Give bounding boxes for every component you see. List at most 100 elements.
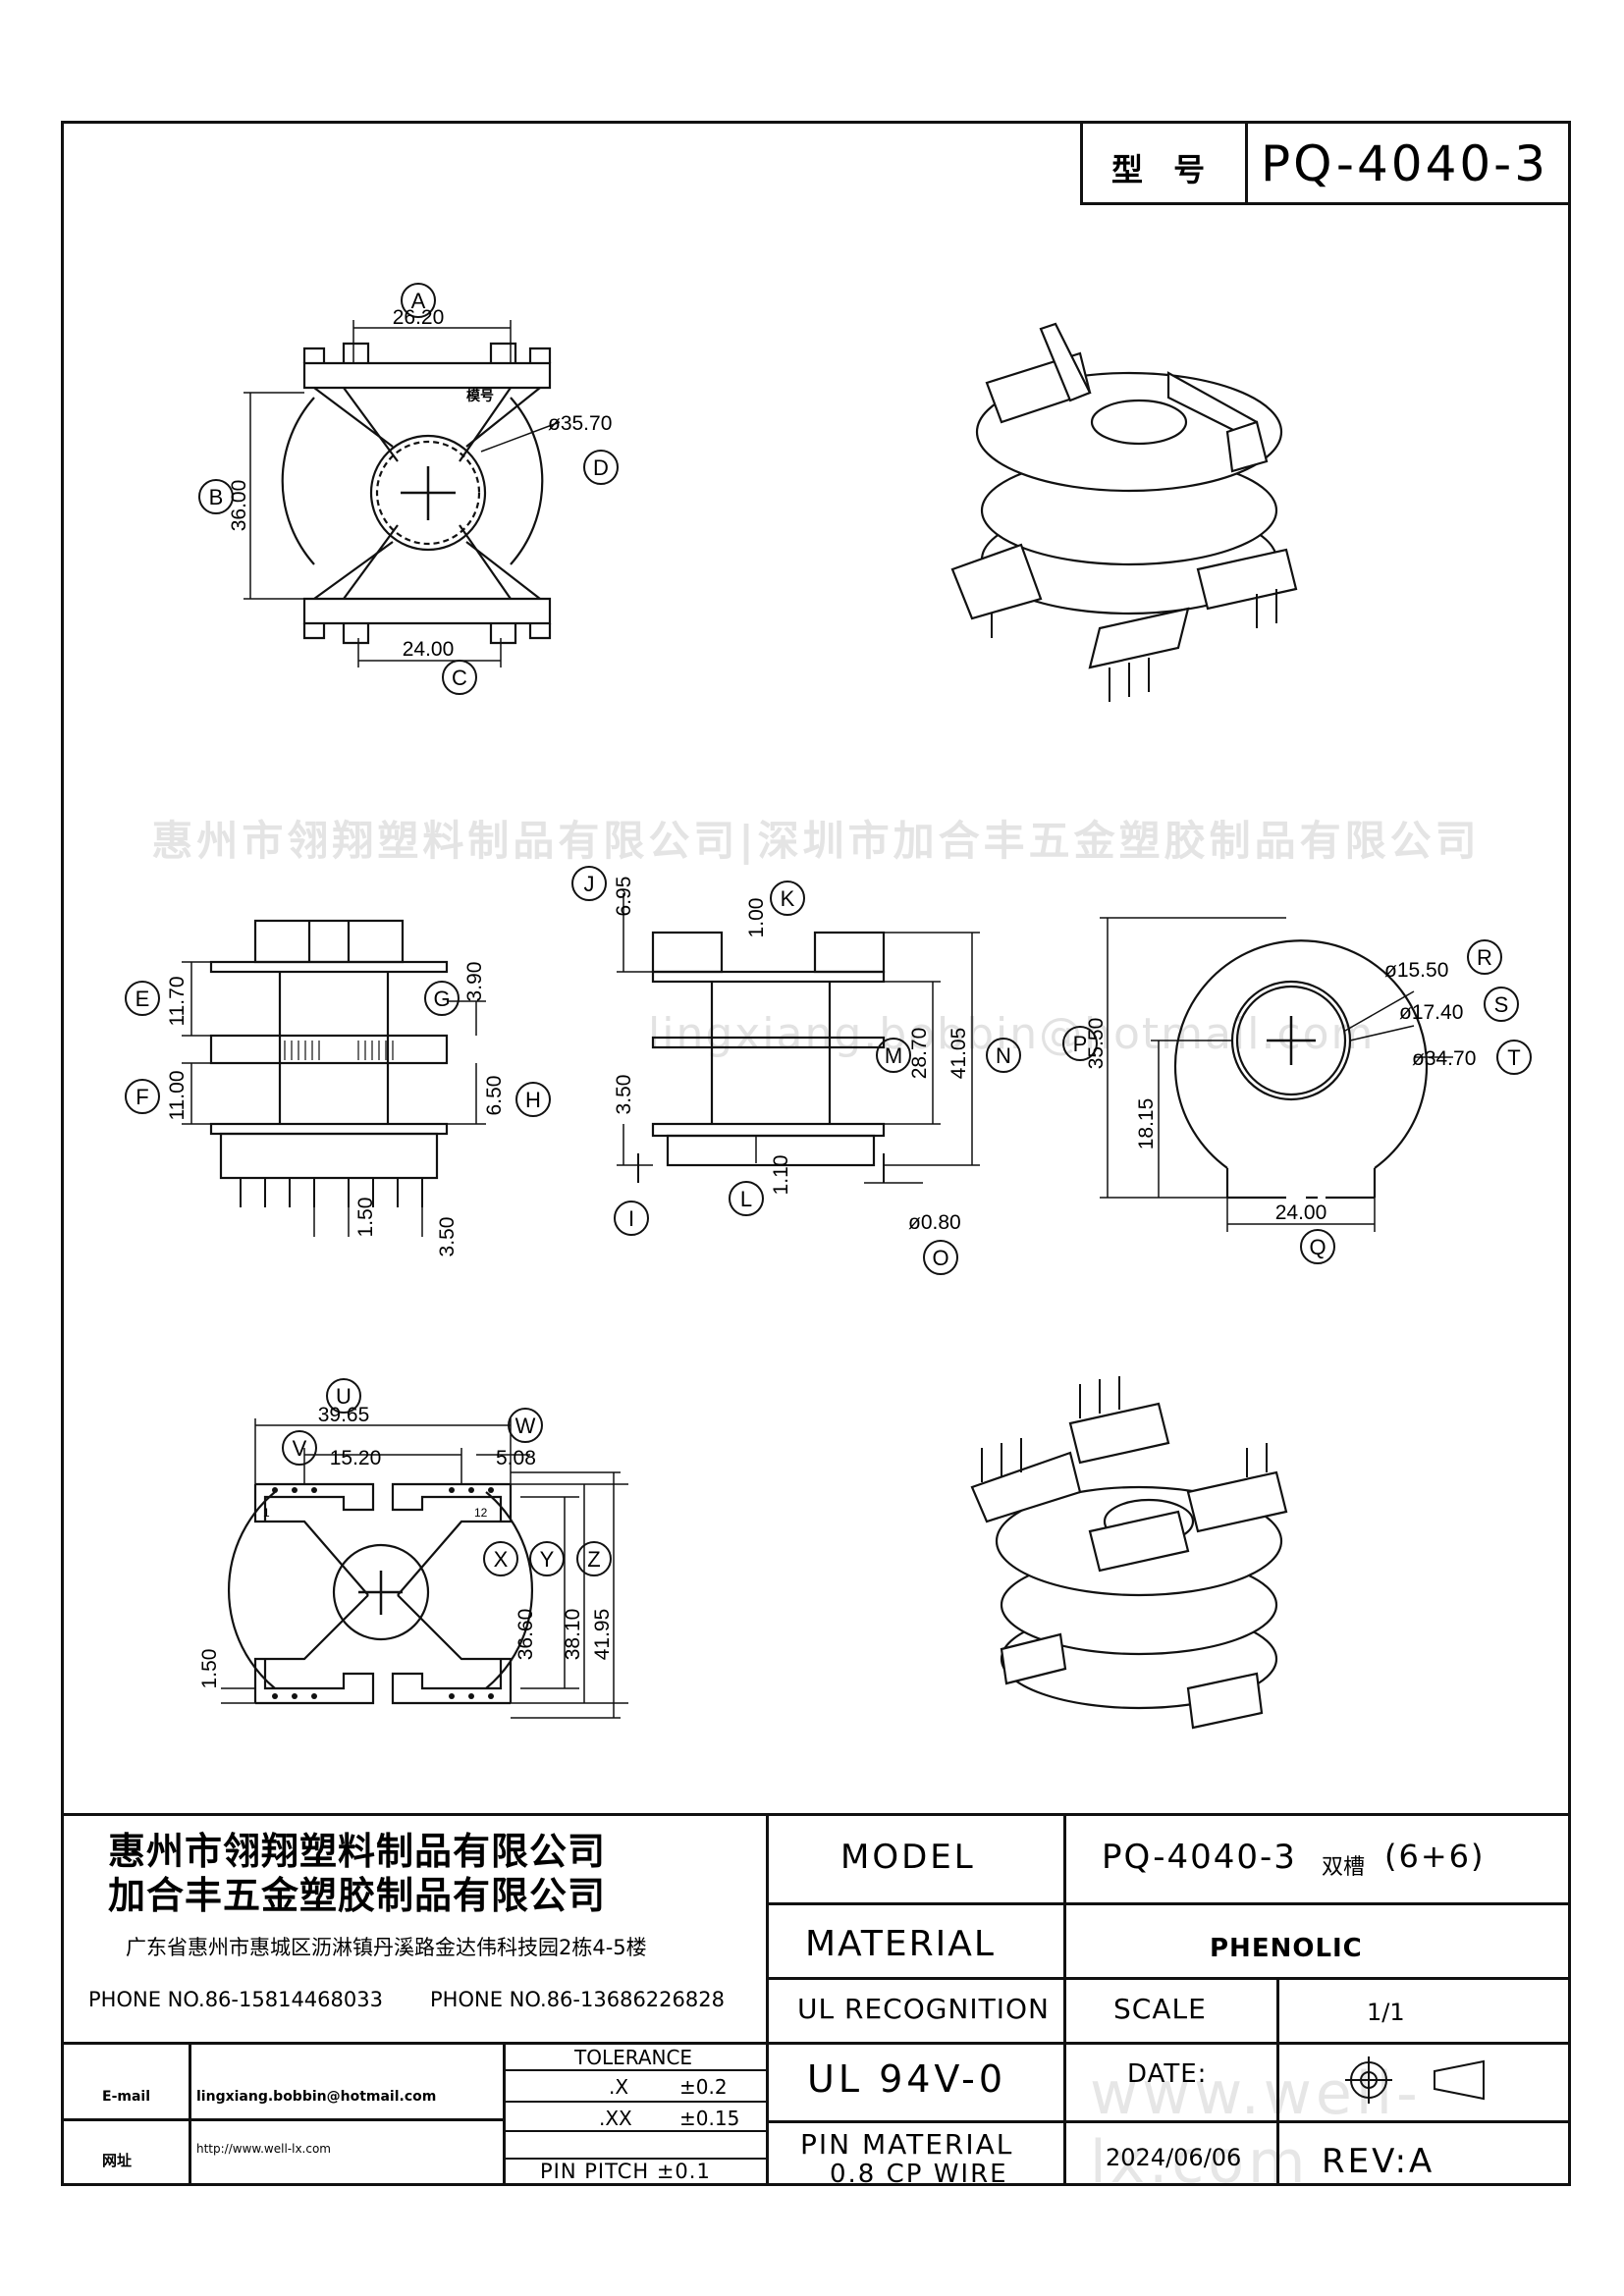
callout-c: C bbox=[452, 666, 467, 690]
title-block-h-left2 bbox=[61, 2118, 503, 2121]
callout-d: D bbox=[593, 455, 609, 480]
callout-m: M bbox=[885, 1043, 902, 1068]
callout-u: U bbox=[336, 1384, 352, 1409]
dim-offset: 1.50 bbox=[198, 1649, 221, 1689]
callout-g: G bbox=[433, 987, 450, 1011]
model-value-main: PQ-4040-3 bbox=[1102, 1838, 1297, 1877]
rev: REV:A bbox=[1322, 2142, 1435, 2181]
dim-j: 6.95 bbox=[613, 877, 635, 917]
callout-f: F bbox=[135, 1085, 148, 1109]
tol-xx-label: .XX bbox=[599, 2107, 632, 2130]
dim-e: 11.70 bbox=[166, 977, 189, 1027]
header-box-divider bbox=[1245, 121, 1248, 205]
dim-x: 36.60 bbox=[514, 1609, 537, 1661]
dim-pin-pitch: 1.50 bbox=[354, 1198, 377, 1238]
pin-mark-one: 1 bbox=[263, 1506, 270, 1520]
dim-g: 3.90 bbox=[463, 962, 486, 1002]
title-block-h1 bbox=[766, 1902, 1571, 1905]
callout-n: N bbox=[996, 1043, 1011, 1068]
bottom-view-drawing: U 39.65 V 15.20 W 5.08 1 12 X Y Z 36.60 … bbox=[198, 1378, 628, 1719]
pin-material-value: 0.8 CP WIRE bbox=[830, 2160, 1008, 2189]
phone-2: PHONE NO.86-13686226828 bbox=[430, 1988, 725, 2011]
callout-r: R bbox=[1477, 945, 1492, 970]
callout-v: V bbox=[293, 1436, 307, 1461]
header-model-value: PQ-4040-3 bbox=[1261, 135, 1549, 192]
top-view-outer-circle bbox=[281, 397, 315, 565]
title-block-h4 bbox=[766, 2120, 1571, 2123]
dim-i: 3.50 bbox=[613, 1075, 635, 1115]
dim-l: 1.10 bbox=[770, 1155, 792, 1196]
callout-y: Y bbox=[540, 1547, 555, 1572]
callout-k: K bbox=[781, 886, 795, 911]
date-value: 2024/06/06 bbox=[1106, 2144, 1242, 2171]
ul-label: UL RECOGNITION bbox=[797, 1993, 1050, 2025]
scale-value: 1/1 bbox=[1367, 1999, 1405, 2026]
scale-label: SCALE bbox=[1113, 1993, 1207, 2025]
dim-a: 26.20 bbox=[393, 306, 445, 329]
tol-h1 bbox=[503, 2069, 768, 2071]
title-block-v2 bbox=[1063, 1813, 1066, 2186]
material-value: PHENOLIC bbox=[1210, 1934, 1363, 1963]
dim-u: 39.65 bbox=[318, 1404, 370, 1426]
dim-m: 28.70 bbox=[908, 1028, 931, 1080]
callout-t: T bbox=[1507, 1045, 1520, 1070]
company-name-1: 惠州市翎翔塑料制品有限公司 bbox=[108, 1830, 607, 1873]
dim-t: ø34.70 bbox=[1412, 1047, 1476, 1070]
dim-r: ø15.50 bbox=[1384, 959, 1448, 982]
isometric-view-top bbox=[950, 322, 1298, 702]
model-value-pins: (6+6) bbox=[1384, 1838, 1486, 1875]
projection-symbol bbox=[1345, 2056, 1485, 2104]
dim-n: 41.05 bbox=[947, 1028, 970, 1080]
pin-pitch: PIN PITCH ±0.1 bbox=[540, 2160, 711, 2183]
dim-d: ø35.70 bbox=[548, 412, 612, 435]
tolerance-label: TOLERANCE bbox=[574, 2046, 693, 2069]
model-value-suffix: 双槽 bbox=[1322, 1855, 1366, 1880]
callout-p: P bbox=[1073, 1032, 1088, 1056]
web-value: http://www.well-lx.com bbox=[196, 2142, 331, 2156]
title-block-top bbox=[61, 1813, 1571, 1816]
callout-z: Z bbox=[587, 1547, 600, 1572]
title-block-v1 bbox=[766, 1813, 769, 2186]
callout-q: Q bbox=[1309, 1235, 1326, 1259]
dim-f: 11.00 bbox=[166, 1071, 189, 1121]
callout-e: E bbox=[135, 987, 150, 1011]
phone-1: PHONE NO.86-15814468033 bbox=[88, 1988, 383, 2011]
drawing-frame bbox=[61, 121, 1571, 2186]
side-view-left-drawing: E 11.70 F 11.00 G 3.90 H 6.50 1.50 3.50 bbox=[125, 919, 551, 1257]
end-view-drawing: P 35.50 18.15 24.00 Q ø15.50 R ø17.40 S … bbox=[1062, 917, 1532, 1264]
callout-b: B bbox=[209, 485, 224, 509]
company-name-2: 加合丰五金塑胶制品有限公司 bbox=[108, 1874, 607, 1917]
top-view-core-hole bbox=[375, 440, 481, 546]
dim-q: 24.00 bbox=[1275, 1201, 1327, 1224]
callout-j: J bbox=[584, 872, 595, 896]
email-value: lingxiang.bobbin@hotmail.com bbox=[196, 2089, 437, 2105]
tol-x-label: .X bbox=[609, 2075, 629, 2099]
tol-divider-v bbox=[189, 2042, 191, 2186]
web-label: 网址 bbox=[102, 2152, 133, 2169]
dim-inner: 18.15 bbox=[1135, 1098, 1158, 1150]
dim-z: 41.95 bbox=[591, 1609, 614, 1661]
title-block-v3 bbox=[1276, 1977, 1279, 2186]
dim-h: 6.50 bbox=[483, 1076, 506, 1116]
dim-o: ø0.80 bbox=[908, 1211, 961, 1234]
callout-o: O bbox=[932, 1246, 948, 1270]
dim-p: 35.50 bbox=[1085, 1018, 1108, 1070]
title-block-h-left bbox=[61, 2042, 768, 2045]
top-view-outer-circle-right bbox=[510, 397, 544, 565]
top-view-drawing: A 26.20 B 36.00 24.00 C ø35.70 D 模号 bbox=[198, 283, 619, 695]
callout-w: W bbox=[515, 1414, 536, 1438]
tol-h2 bbox=[503, 2101, 768, 2103]
title-block-h3 bbox=[766, 2042, 1571, 2045]
date-label: DATE: bbox=[1127, 2059, 1208, 2089]
callout-x: X bbox=[494, 1547, 509, 1572]
pin-material-label: PIN MATERIAL bbox=[800, 2128, 1014, 2161]
header-model-label: 型 号 bbox=[1111, 151, 1216, 188]
callout-l: L bbox=[740, 1187, 752, 1211]
tol-divider-v2 bbox=[503, 2042, 506, 2186]
dim-c: 24.00 bbox=[403, 638, 455, 661]
tol-x-value: ±0.2 bbox=[679, 2075, 728, 2099]
dim-y: 38.10 bbox=[562, 1609, 584, 1661]
website-watermark: www.well-lx.com bbox=[1090, 2059, 1422, 2197]
callout-i: I bbox=[628, 1206, 634, 1231]
dim-pin-length: 3.50 bbox=[436, 1217, 459, 1257]
